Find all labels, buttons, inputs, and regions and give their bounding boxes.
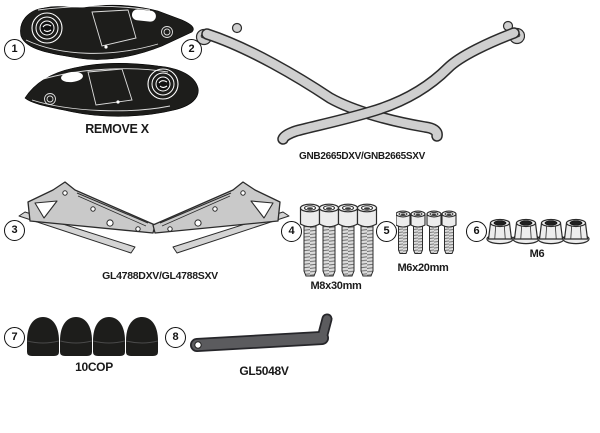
- tube-right: [277, 27, 520, 145]
- callout-4: 4: [281, 221, 302, 242]
- callout-6: 6: [466, 221, 487, 242]
- side-panels-illustration: [20, 4, 199, 117]
- callout-4-number: 4: [288, 225, 295, 237]
- cover-cap: [92, 316, 126, 357]
- m8-bolt: [337, 203, 359, 277]
- callout-6-number: 6: [473, 225, 480, 237]
- bracket-right: [152, 181, 290, 254]
- cover-cap: [26, 316, 60, 357]
- label-remove-x: REMOVE X: [85, 122, 149, 136]
- wrench-hole: [194, 341, 202, 349]
- m6-bolt: [426, 210, 442, 255]
- label-m6-bolts: M6x20mm: [397, 262, 449, 274]
- wrench-body: [190, 313, 333, 352]
- m8-bolt: [318, 203, 340, 277]
- flange-nut: [537, 218, 565, 245]
- callout-2: 2: [181, 39, 202, 60]
- m6-bolt: [441, 210, 457, 255]
- callout-2-number: 2: [188, 43, 195, 55]
- callout-1-number: 1: [11, 43, 18, 55]
- callout-3-number: 3: [11, 224, 18, 236]
- label-bracket-codes: GL4788DXV/GL4788SXV: [102, 270, 218, 282]
- flange-nut: [486, 218, 514, 245]
- callout-8-number: 8: [172, 331, 179, 343]
- cover-cap: [125, 316, 159, 357]
- label-wrench: GL5048V: [239, 364, 289, 378]
- callout-3: 3: [4, 220, 25, 241]
- callout-5: 5: [376, 221, 397, 242]
- m8-bolts-illustration: [299, 203, 378, 277]
- label-m8-bolts: M8x30mm: [310, 280, 362, 292]
- m8-bolt: [356, 203, 378, 277]
- m6-bolt: [396, 210, 411, 255]
- callout-8: 8: [165, 327, 186, 348]
- flange-nut: [512, 218, 540, 245]
- flange-nut: [562, 218, 590, 245]
- pannier-holder-tubes-illustration: [195, 20, 525, 145]
- cover-cap: [59, 316, 93, 357]
- callout-1: 1: [4, 39, 25, 60]
- m6-bolt: [410, 210, 426, 255]
- m8-bolt: [299, 203, 321, 277]
- label-caps: 10COP: [75, 360, 113, 374]
- side-panel-top: [20, 4, 194, 60]
- m6-nuts-illustration: [486, 218, 590, 245]
- m6-bolts-illustration: [396, 210, 457, 255]
- callout-5-number: 5: [383, 225, 390, 237]
- cover-caps-illustration: [26, 316, 159, 357]
- callout-7: 7: [4, 327, 25, 348]
- bracket-plates-illustration: [18, 181, 290, 254]
- label-tube-codes: GNB2665DXV/GNB2665SXV: [299, 151, 425, 162]
- logo-swirl-icon: [42, 24, 52, 33]
- logo-swirl-icon: [158, 80, 168, 89]
- bracket-left: [18, 181, 156, 254]
- wrench-tool-illustration: [190, 313, 333, 352]
- side-panel-bottom: [24, 62, 199, 117]
- callout-7-number: 7: [11, 331, 18, 343]
- label-m6-nuts: M6: [529, 248, 545, 260]
- tube-end-tabs: [195, 20, 525, 46]
